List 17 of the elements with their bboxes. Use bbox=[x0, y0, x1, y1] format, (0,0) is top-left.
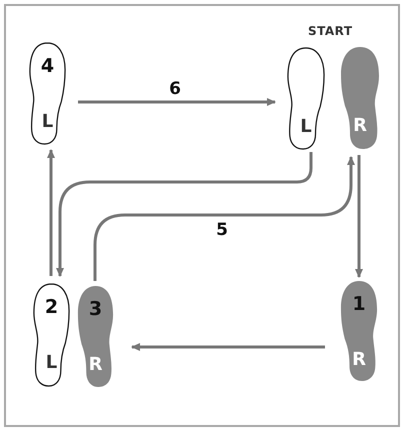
foot-letter: R bbox=[88, 356, 104, 374]
foot-letter: L bbox=[299, 118, 313, 136]
foot-letter: R bbox=[351, 351, 367, 369]
arrow bbox=[94, 156, 355, 281]
step-number: 2 bbox=[44, 298, 60, 317]
arrow bbox=[355, 155, 363, 278]
foot-letter: L bbox=[44, 354, 58, 372]
arrow bbox=[131, 343, 325, 351]
step-number: 4 bbox=[40, 57, 56, 76]
arrow bbox=[78, 98, 276, 106]
step-number: 3 bbox=[88, 300, 104, 319]
arrow bbox=[47, 149, 55, 276]
start-label: START bbox=[308, 24, 353, 38]
foot-letter: R bbox=[352, 117, 368, 135]
arrow bbox=[56, 152, 312, 277]
foot-letter: L bbox=[40, 113, 54, 131]
step-number: 1 bbox=[351, 295, 367, 314]
